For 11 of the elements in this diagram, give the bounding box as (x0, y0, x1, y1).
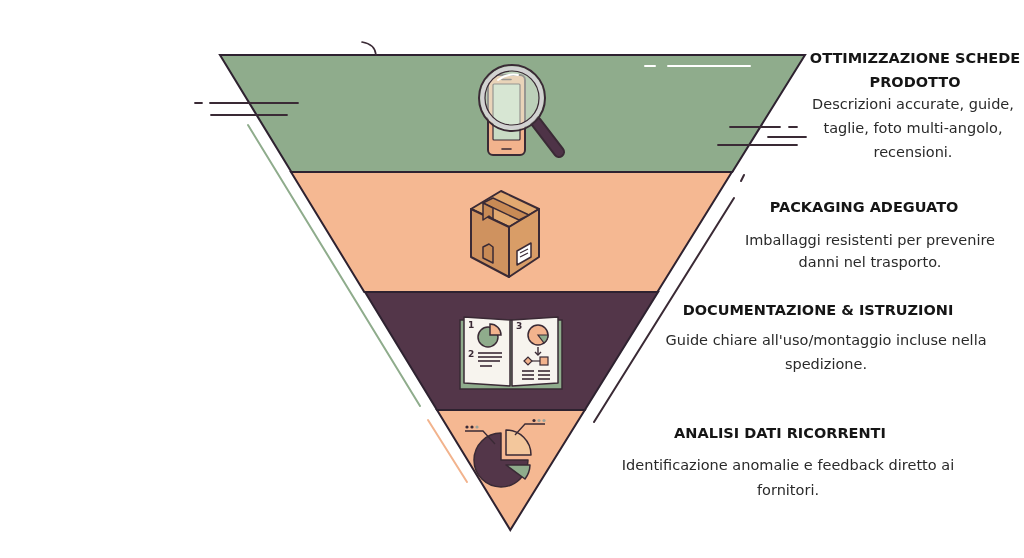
step-number: 2 (468, 349, 475, 360)
layer-title: OTTIMIZZAZIONE SCHEDE PRODOTTO (808, 49, 1022, 92)
layer-description: Imballaggi resistenti per prevenire danni nel trasporto. (743, 231, 997, 272)
layer-description: Guide chiare all'uso/montaggio incluse nella spedizione. (664, 331, 988, 374)
layer-description: Identificazione anomalie e feedback diretto ai fornitori. (620, 456, 956, 500)
step-number: 1 (468, 320, 475, 331)
step-number: 3 (516, 321, 523, 332)
layer-title: ANALISI DATI RICORRENTI (674, 424, 886, 443)
layer-description: Descrizioni accurate, guide, taglie, foto multi-angolo, recensioni. (811, 95, 1015, 162)
layer-title: DOCUMENTAZIONE & ISTRUZIONI (682, 301, 954, 320)
layer-title: PACKAGING ADEGUATO (769, 198, 959, 217)
